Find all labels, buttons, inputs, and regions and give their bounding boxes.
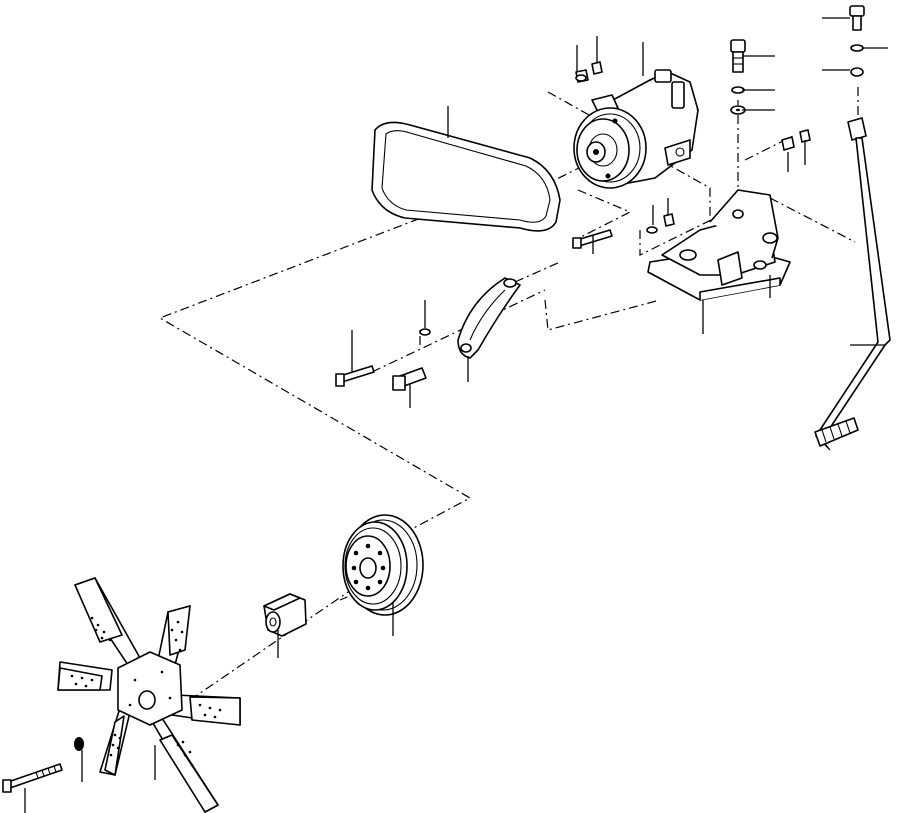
v-belt — [371, 121, 561, 232]
callout-leaders — [24, 17, 888, 813]
adjusting-strap — [457, 277, 521, 359]
fan — [57, 577, 241, 813]
crankshaft-pulley — [342, 514, 424, 616]
mounting-bracket — [647, 189, 791, 301]
fan-bolt — [2, 763, 63, 793]
fan-lockwasher — [74, 737, 84, 751]
support-rod — [814, 5, 891, 451]
compressor-hardware — [572, 61, 675, 249]
compressor — [573, 69, 699, 189]
assembly-lines — [158, 85, 859, 701]
bracket-hardware — [730, 39, 811, 151]
fan-spacer — [263, 593, 307, 637]
strap-hardware — [335, 328, 431, 391]
